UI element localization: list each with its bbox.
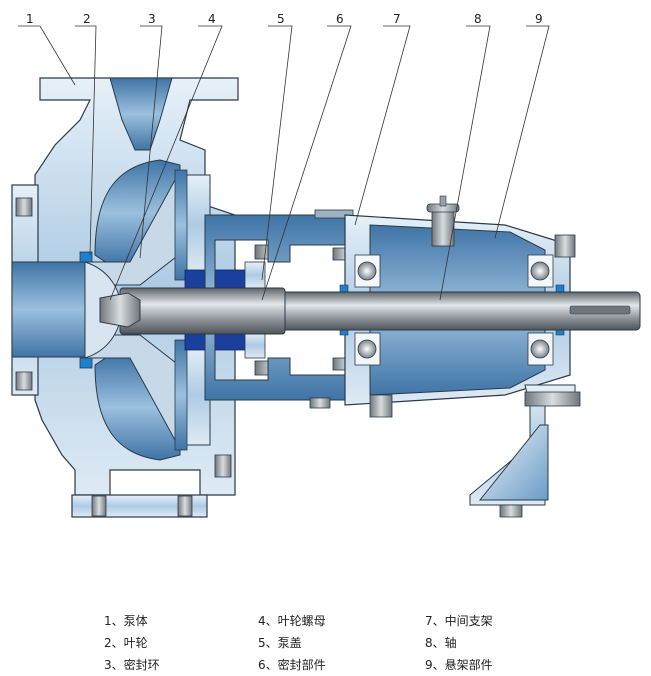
part-number-5: 5 [277, 12, 285, 26]
part-number-8: 8 [474, 12, 482, 26]
seal-rings [79, 251, 93, 369]
part-number-3: 3 [148, 12, 156, 26]
part-numbers: 1 2 3 4 5 6 7 8 9 [26, 12, 543, 26]
part-number-4: 4 [208, 12, 216, 26]
bracket-support [469, 384, 581, 518]
part-number-6: 6 [336, 12, 344, 26]
part-number-2: 2 [83, 12, 91, 26]
pump-cover [174, 169, 211, 451]
impeller-nut [99, 292, 141, 328]
shaft [119, 287, 641, 335]
part-number-7: 7 [393, 12, 401, 26]
part-number-1: 1 [26, 12, 34, 26]
leader-lines [18, 25, 550, 301]
part-number-9: 9 [535, 12, 543, 26]
